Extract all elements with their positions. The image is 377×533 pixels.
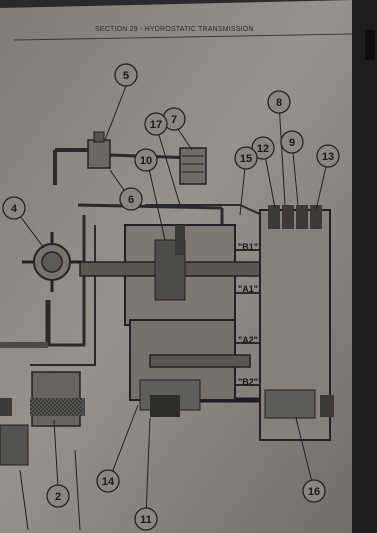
relief-valve-assembly bbox=[87, 131, 207, 185]
page-header: SECTION 29 - HYDROSTATIC TRANSMISSION bbox=[13, 26, 353, 41]
svg-text:12: 12 bbox=[257, 143, 269, 155]
svg-text:5: 5 bbox=[123, 70, 129, 82]
svg-text:8: 8 bbox=[276, 97, 282, 109]
port-label-a1: "A1" bbox=[238, 284, 258, 294]
callout-15: 15 bbox=[234, 146, 258, 170]
callout-13: 13 bbox=[316, 144, 340, 168]
callout-17: 17 bbox=[144, 112, 168, 136]
port-label-b1: "B1" bbox=[238, 242, 258, 252]
charge-pump bbox=[22, 232, 82, 292]
reservoir bbox=[0, 371, 85, 466]
svg-text:16: 16 bbox=[308, 486, 320, 498]
svg-text:17: 17 bbox=[150, 119, 162, 131]
callout-8: 8 bbox=[267, 90, 291, 114]
svg-text:10: 10 bbox=[140, 155, 152, 167]
svg-text:2: 2 bbox=[55, 491, 61, 503]
section-title: SECTION 29 - HYDROSTATIC TRANSMISSION bbox=[95, 26, 254, 33]
callout-9: 9 bbox=[280, 130, 304, 154]
svg-text:7: 7 bbox=[171, 114, 177, 126]
callout-14: 14 bbox=[96, 469, 120, 493]
svg-text:6: 6 bbox=[128, 194, 134, 206]
callout-5: 5 bbox=[114, 63, 138, 87]
callout-10: 10 bbox=[134, 148, 158, 172]
port-labels: "B1" "A1" "A2" "B2" bbox=[238, 242, 258, 387]
callout-12: 12 bbox=[251, 136, 275, 160]
control-valve-block bbox=[259, 205, 334, 441]
callout-2: 2 bbox=[46, 484, 70, 508]
callout-11: 11 bbox=[134, 507, 158, 531]
callout-6: 6 bbox=[119, 187, 143, 211]
page-shadow-edge bbox=[352, 0, 377, 533]
svg-text:9: 9 bbox=[289, 137, 295, 149]
svg-text:14: 14 bbox=[102, 476, 115, 488]
port-label-b2: "B2" bbox=[238, 377, 258, 387]
port-label-a2: "A2" bbox=[238, 335, 258, 345]
svg-text:15: 15 bbox=[240, 153, 252, 165]
callout-4: 4 bbox=[2, 196, 26, 220]
svg-text:13: 13 bbox=[322, 151, 334, 163]
pump-motor-housing bbox=[79, 224, 271, 417]
svg-text:4: 4 bbox=[11, 203, 18, 215]
binding-clip bbox=[365, 30, 375, 60]
svg-text:11: 11 bbox=[140, 514, 152, 526]
callouts: 2 4 5 6 7 8 9 10 bbox=[2, 63, 340, 531]
callout-16: 16 bbox=[302, 479, 326, 503]
